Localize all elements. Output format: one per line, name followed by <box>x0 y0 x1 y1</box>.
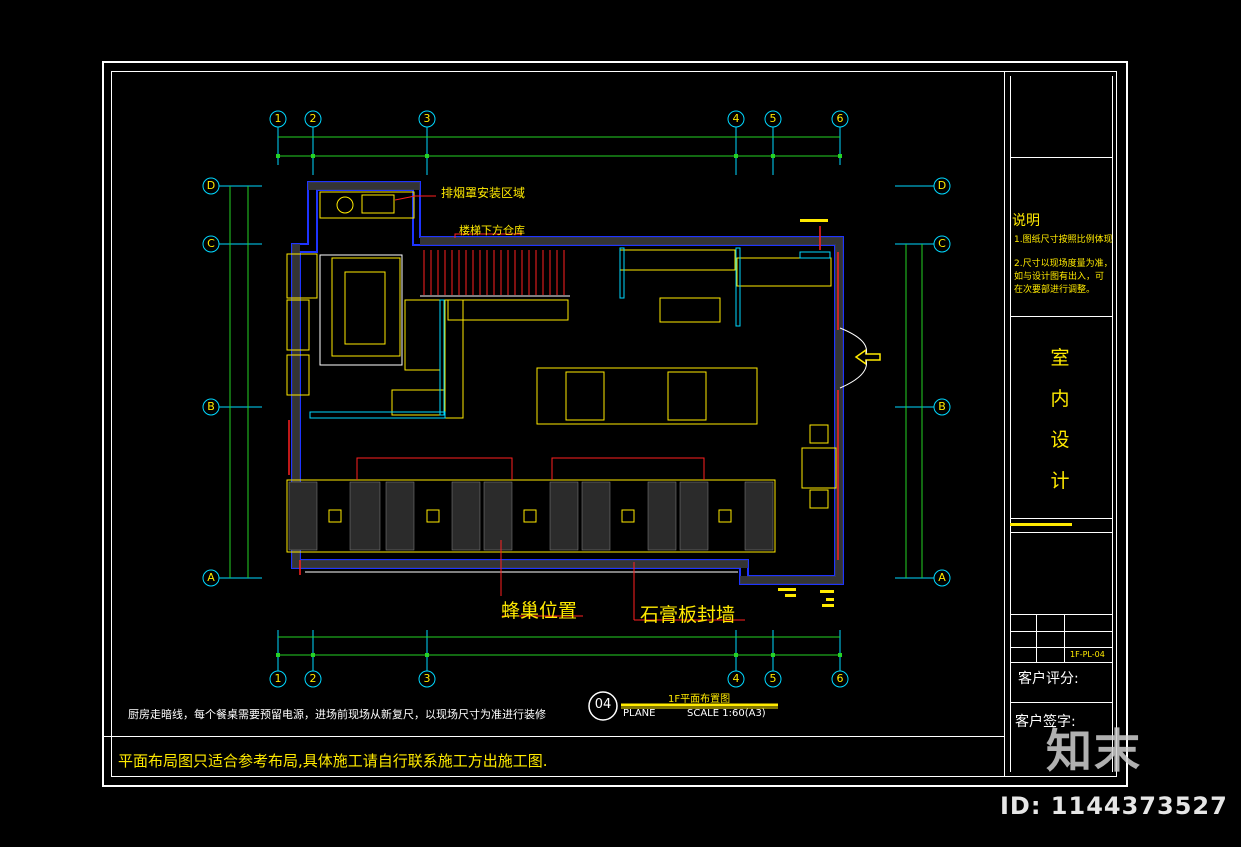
drawing-number: 04 <box>594 697 612 712</box>
title-block-row <box>1010 518 1112 519</box>
client-sign-label: 客户签字: <box>1015 714 1076 730</box>
door-swing <box>839 359 867 389</box>
client-rating-label: 客户评分: <box>1018 671 1079 687</box>
grid-label-right: A <box>938 571 946 584</box>
project-title-char: 设 <box>1050 429 1070 451</box>
grid-label-right: C <box>938 237 946 250</box>
explain-line: 2.尺寸以现场度量为准， <box>1014 259 1113 269</box>
drawing-title: 1F平面布置图 <box>668 694 731 705</box>
drawing-plane-label: PLANE <box>623 708 656 719</box>
drawing-frame-outer <box>102 61 1128 787</box>
title-block-row <box>1010 316 1112 317</box>
title-block-row <box>1010 614 1112 615</box>
dimension-lines <box>229 136 923 656</box>
drawing-code: 1F-PL-04 <box>1070 650 1105 659</box>
grid-label-top: 4 <box>732 112 740 125</box>
project-title-char: 内 <box>1050 388 1070 410</box>
explain-line: 如与设计图有出入，可 <box>1014 272 1105 282</box>
annotation-gypsum-wall: 石膏板封墙 <box>640 604 736 626</box>
dimension-ticks <box>276 154 842 657</box>
grid-label-left: D <box>206 179 216 192</box>
project-title-char: 室 <box>1050 347 1070 369</box>
grid-label-bottom: 3 <box>423 672 431 685</box>
title-block-row <box>1010 532 1112 533</box>
title-block-row <box>1010 647 1112 648</box>
title-block-right-edge <box>1112 76 1113 772</box>
kitchen-island <box>319 254 403 366</box>
legend-marks <box>778 219 1072 607</box>
grid-label-left: C <box>207 237 215 250</box>
grid-label-bottom: 2 <box>309 672 317 685</box>
grid-label-bottom: 4 <box>732 672 740 685</box>
watermark-id: ID: 1144373527 <box>1000 792 1228 820</box>
wall-fill <box>292 182 843 584</box>
grid-label-top: 2 <box>309 112 317 125</box>
annotation-leaders <box>394 195 745 621</box>
watermark-brand: 知末 <box>1046 724 1142 778</box>
drawing-number-circle <box>588 691 618 721</box>
annotation-honeycomb: 蜂巢位置 <box>501 600 578 622</box>
grid-label-bottom: 5 <box>769 672 777 685</box>
title-block-row <box>1010 631 1112 632</box>
grid-label-right: D <box>937 179 947 192</box>
title-block-col <box>1036 614 1037 662</box>
explain-line: 1.图纸尺寸按照比例体现 <box>1014 235 1113 245</box>
red-partitions <box>288 226 839 575</box>
project-title-char: 计 <box>1050 470 1070 492</box>
grid-label-left: B <box>207 400 215 413</box>
booth-row <box>286 457 776 553</box>
grid-label-bottom: 1 <box>274 672 282 685</box>
notes-divider <box>102 736 1004 737</box>
kitchen-note: 厨房走暗线，每个餐桌需要预留电源，进场前现场从新复尺，以现场尺寸为准进行装修 <box>128 708 546 721</box>
grid-label-bottom: 6 <box>836 672 844 685</box>
cyan-partitions <box>309 247 831 419</box>
grid-label-top: 3 <box>423 112 431 125</box>
title-block-row <box>1010 157 1112 158</box>
title-block-col <box>1064 614 1065 662</box>
stairs <box>423 250 565 295</box>
entrance-arrow <box>854 348 881 366</box>
grid-label-left: A <box>207 571 215 584</box>
layout-disclaimer: 平面布局图只适合参考布局,具体施工请自行联系施工方出施工图. <box>118 752 548 770</box>
title-block-row <box>1010 662 1112 663</box>
grid-label-top: 1 <box>274 112 282 125</box>
counters <box>444 249 837 509</box>
grid-label-top: 5 <box>769 112 777 125</box>
title-block-row <box>1010 702 1112 703</box>
grid-leaders <box>219 127 934 671</box>
grid-label-right: B <box>938 400 946 413</box>
explain-title: 说明 <box>1012 213 1040 229</box>
door-swing <box>839 327 867 355</box>
annotation-hood-area: 排烟罩安装区域 <box>441 186 526 200</box>
drawing-scale: SCALE 1:60(A3) <box>687 708 766 719</box>
grid-label-top: 6 <box>836 112 844 125</box>
title-block-divider <box>1004 71 1005 777</box>
title-block-divider-inner <box>1010 76 1011 772</box>
explain-line: 在次要部进行调整。 <box>1014 285 1096 295</box>
annotation-stair-storage: 楼梯下方仓库 <box>459 224 525 237</box>
drawing-frame-inner <box>111 71 1117 777</box>
